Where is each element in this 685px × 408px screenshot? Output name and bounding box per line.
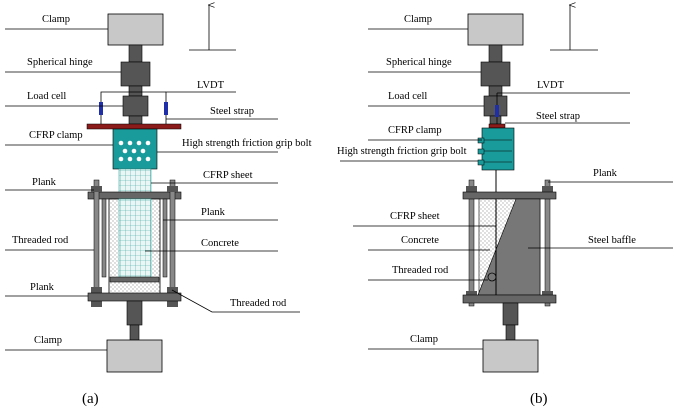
label-cfrp-clamp-a: CFRP clamp: [29, 130, 83, 141]
caption-b: (b): [530, 391, 548, 407]
cfrp-sheet-inner-a: [118, 198, 152, 278]
threaded-rod-hole-b: [487, 272, 497, 282]
figure-a: Clamp Spherical hinge Load cell LVDT Ste…: [5, 5, 312, 407]
leader-lines-a: [5, 28, 300, 351]
label-plank-1-a: Plank: [32, 177, 57, 188]
bottom-clamp-a: [106, 339, 163, 373]
label-lvdt-b: LVDT: [537, 80, 565, 91]
label-spherical-hinge-a: Spherical hinge: [27, 57, 93, 68]
label-cfrp-sheet-a: CFRP sheet: [203, 170, 253, 181]
threaded-rods-a: [91, 179, 178, 307]
label-plank-2-a: Plank: [201, 207, 226, 218]
label-plank-b: Plank: [593, 168, 618, 179]
bottom-rod-thin-a: [129, 324, 140, 341]
label-cfrp-clamp-b: CFRP clamp: [388, 125, 442, 136]
bottom-rod-thin-b: [505, 324, 516, 341]
bottom-rod-b: [502, 302, 519, 326]
label-concrete-a: Concrete: [201, 238, 239, 249]
label-lvdt-a: LVDT: [197, 80, 225, 91]
label-clamp-top-a: Clamp: [42, 14, 70, 25]
upper-plank-a: [87, 191, 182, 200]
figure-b: Clamp Spherical hinge Load cell LVDT Ste…: [337, 5, 673, 407]
spherical-hinge-b: [480, 61, 511, 87]
label-plank-3-a: Plank: [30, 282, 55, 293]
label-threaded-rod-1-a: Threaded rod: [12, 235, 69, 246]
lower-plank-a: [87, 292, 182, 302]
label-clamp-top-b: Clamp: [404, 14, 432, 25]
upper-plank-b: [462, 191, 557, 200]
label-load-cell-a: Load cell: [27, 91, 66, 102]
lvdt-b: [495, 93, 499, 125]
load-cell-a: [122, 95, 149, 117]
label-spherical-hinge-b: Spherical hinge: [386, 57, 452, 68]
bottom-rod-a: [126, 300, 143, 326]
leader-lines-b: [340, 28, 673, 350]
bolt-holes-a: [118, 140, 151, 162]
top-rod-a: [128, 44, 143, 63]
rod-link-b: [488, 85, 503, 97]
rod-link-a: [128, 85, 143, 97]
label-steel-baffle-b: Steel baffle: [588, 235, 636, 246]
label-cfrp-sheet-b: CFRP sheet: [390, 211, 440, 222]
load-arrow-a: [189, 5, 236, 51]
cfrp-sheet-a: [118, 168, 152, 196]
cfrp-clamp-b: [481, 127, 515, 171]
spherical-hinge-a: [120, 61, 151, 87]
bolt-heads-b: [477, 137, 512, 166]
label-steel-strap-a: Steel strap: [210, 106, 254, 117]
load-arrow-b: [550, 5, 598, 51]
caption-a: (a): [82, 391, 99, 407]
steel-strap-a: [86, 123, 182, 130]
lower-plank-b: [462, 294, 557, 304]
rod-link2-a: [128, 115, 143, 125]
threaded-rods-b: [466, 179, 553, 307]
label-load-cell-b: Load cell: [388, 91, 427, 102]
label-hsfg-bolt-a: High strength friction grip bolt: [182, 138, 312, 149]
bottom-clamp-b: [482, 339, 539, 373]
lvdt-left-a: [99, 97, 103, 124]
label-concrete-b: Concrete: [401, 235, 439, 246]
rod-link2-b: [489, 115, 502, 125]
inner-plank-a: [109, 276, 160, 283]
label-hsfg-bolt-b: High strength friction grip bolt: [337, 146, 467, 157]
steel-strap-b: [488, 123, 506, 129]
label-threaded-rod-b: Threaded rod: [392, 265, 449, 276]
lvdt-right-a: [164, 97, 168, 124]
top-clamp-b: [467, 13, 524, 46]
label-steel-strap-b: Steel strap: [536, 111, 580, 122]
label-clamp-bottom-b: Clamp: [410, 334, 438, 345]
label-clamp-bottom-a: Clamp: [34, 335, 62, 346]
top-rod-b: [488, 44, 503, 63]
top-clamp-a: [107, 13, 164, 46]
label-threaded-rod-2-a: Threaded rod: [230, 298, 287, 309]
